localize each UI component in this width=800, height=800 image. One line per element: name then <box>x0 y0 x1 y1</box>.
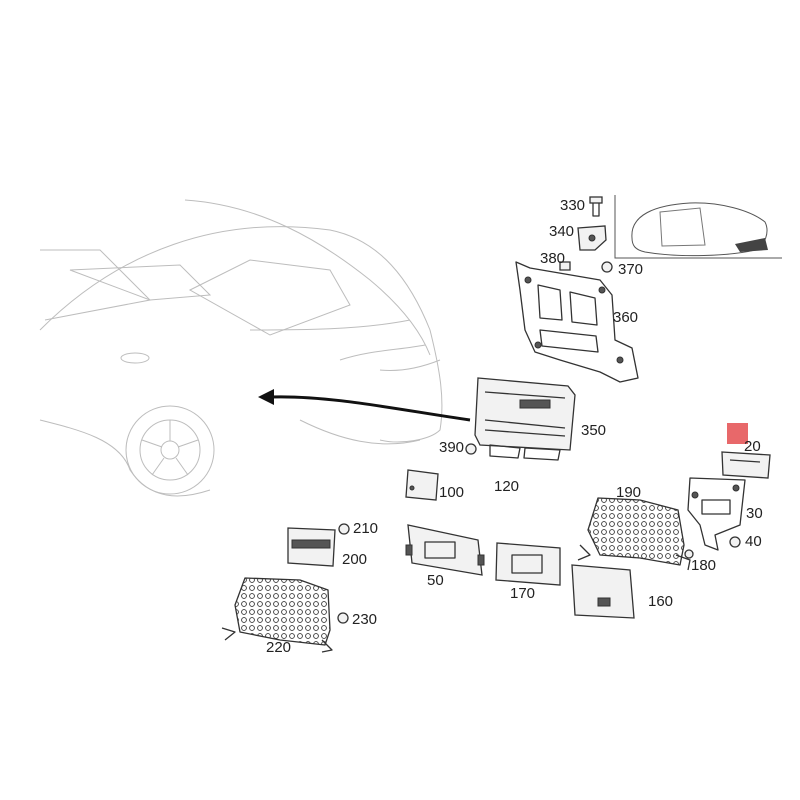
part-20-module <box>721 423 771 479</box>
callout-370: 370 <box>618 261 643 278</box>
callout-120: 120 <box>494 478 519 495</box>
part-330-bolt <box>589 196 603 217</box>
callout-40: 40 <box>745 533 762 550</box>
part-50-control-unit <box>405 524 485 576</box>
callout-190: 190 <box>616 484 641 501</box>
callout-340: 340 <box>549 223 574 240</box>
callout-390: 390 <box>439 439 464 456</box>
callout-380: 380 <box>540 250 565 267</box>
part-190-carrier <box>577 497 691 571</box>
part-40-nut <box>729 536 741 548</box>
location-arrow <box>258 389 471 422</box>
part-210-nut <box>338 523 350 535</box>
callout-160: 160 <box>648 593 673 610</box>
callout-100: 100 <box>439 484 464 501</box>
callout-20: 20 <box>744 438 761 455</box>
part-380-clip <box>559 261 571 271</box>
part-230-nut <box>337 612 349 624</box>
callout-210: 210 <box>353 520 378 537</box>
callout-360: 360 <box>613 309 638 326</box>
part-350-control-unit <box>474 377 576 461</box>
vehicle-outline <box>39 199 443 497</box>
callout-50: 50 <box>427 572 444 589</box>
part-160-control-unit <box>571 564 635 619</box>
part-340-bracket <box>577 225 607 251</box>
callout-350: 350 <box>581 422 606 439</box>
callout-220: 220 <box>266 639 291 656</box>
callout-230: 230 <box>352 611 377 628</box>
callout-labels: 330 340 380 370 360 350 390 120 100 20 1… <box>266 197 763 656</box>
callout-330: 330 <box>560 197 585 214</box>
part-220-carrier <box>221 577 333 653</box>
part-370-nut <box>601 261 613 273</box>
callout-170: 170 <box>510 585 535 602</box>
part-200-module <box>287 527 336 567</box>
part-390-nut <box>465 443 477 455</box>
callout-180: 180 <box>691 557 716 574</box>
part-170-control-unit <box>495 542 561 586</box>
part-20-highlight <box>727 423 748 444</box>
part-100-module <box>405 469 439 501</box>
callout-200: 200 <box>342 551 367 568</box>
part-360-mounting-frame <box>515 261 639 383</box>
part-30-bracket <box>687 477 746 551</box>
inset-vehicle-view <box>614 195 782 259</box>
part-180-clip <box>684 549 694 559</box>
callout-30: 30 <box>746 505 763 522</box>
